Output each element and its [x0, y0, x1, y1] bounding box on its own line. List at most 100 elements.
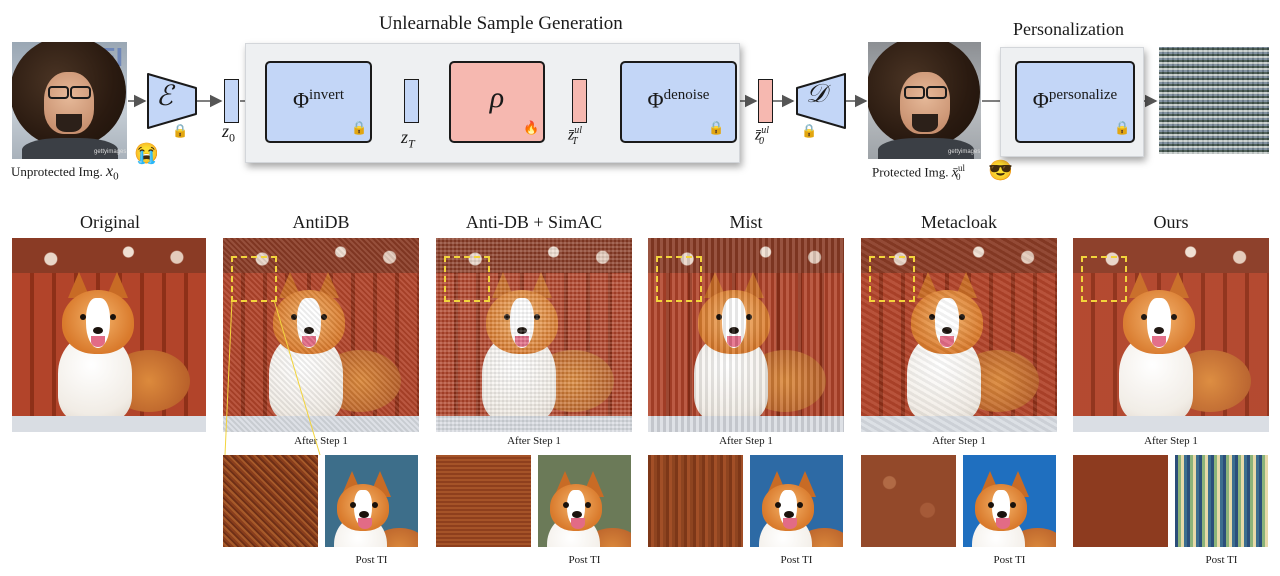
dog-eye	[929, 314, 935, 320]
dog-nose	[729, 327, 739, 334]
background-blossoms	[223, 238, 419, 273]
post-ti-image	[1175, 455, 1268, 547]
protected-caption: Protected Img. x̄ul0	[872, 163, 966, 182]
dog-tongue	[1152, 336, 1166, 347]
ledge	[1073, 416, 1269, 432]
zT-label: zT	[401, 127, 415, 151]
lock-icon: 🔒	[351, 120, 368, 135]
highlight-box	[869, 256, 915, 302]
zoomed-crop	[223, 455, 318, 547]
method-title: Ours	[1153, 212, 1189, 232]
unprotected-caption: Unprotected Img. x0	[11, 163, 119, 183]
method-title: Anti-DB + SimAC	[465, 212, 603, 232]
fire-icon: 🔥	[523, 120, 540, 135]
decoder-symbol: 𝒟	[806, 79, 827, 109]
personalized-noise-output	[1159, 47, 1269, 154]
latent-zT-ul	[572, 79, 587, 123]
post-caption: Post TI	[568, 554, 601, 566]
post-caption: Post TI	[780, 554, 813, 566]
ledge	[223, 416, 419, 432]
dog-eye	[291, 314, 297, 320]
dog-tongue	[995, 517, 1010, 529]
post-caption: Post TI	[1205, 554, 1238, 566]
photo-watermark: gettyimages	[948, 149, 981, 155]
background-blossoms	[648, 238, 844, 273]
highlight-box	[444, 256, 490, 302]
original-image	[12, 238, 206, 432]
dog-blaze	[354, 490, 372, 527]
background-blossoms	[861, 238, 1057, 273]
step-caption: After Step 1	[1144, 435, 1198, 447]
step-caption: After Step 1	[932, 435, 986, 447]
post-ti-image	[750, 455, 843, 547]
highlight-box	[1081, 256, 1127, 302]
photo-watermark: gettyimages	[94, 149, 127, 155]
dog-nose	[784, 511, 795, 519]
dog-tongue	[357, 517, 372, 529]
crying-emoji: 😭	[134, 143, 159, 165]
background-blossoms	[436, 238, 632, 273]
zoomed-crop	[648, 455, 743, 547]
highlight-box	[231, 256, 277, 302]
latent-zT	[404, 79, 419, 123]
dog-blaze	[992, 490, 1010, 527]
dog-eye	[349, 501, 356, 508]
latent-z0	[224, 79, 239, 123]
step-caption: After Step 1	[294, 435, 348, 447]
dog-eye	[716, 314, 722, 320]
post-ti-dog	[538, 455, 631, 547]
lock-icon: 🔒	[801, 123, 818, 138]
dog-tongue	[302, 336, 316, 347]
zoomed-crop	[436, 455, 531, 547]
zTul-label: z̄ulT	[568, 125, 583, 147]
step-caption: After Step 1	[719, 435, 773, 447]
latent-z0-ul	[758, 79, 773, 123]
lock-icon: 🔒	[172, 123, 189, 138]
post-ti-image	[538, 455, 631, 547]
lock-icon: 🔒	[708, 120, 725, 135]
method-title: AntiDB	[292, 212, 350, 232]
cool-emoji: 😎	[988, 160, 1013, 182]
method-title: Metacloak	[921, 212, 997, 232]
dog-nose	[304, 327, 314, 334]
dog-nose	[359, 511, 370, 519]
dog-nose	[572, 511, 583, 519]
dog-eye	[1009, 501, 1016, 508]
personalization-title: Personalization	[1013, 19, 1124, 39]
post-ti-image	[325, 455, 418, 547]
protected-photo: gettyimages	[868, 42, 981, 159]
original-title: Original	[80, 212, 140, 232]
highlight-box	[656, 256, 702, 302]
dog-eye	[584, 501, 591, 508]
post-ti-dog	[963, 455, 1056, 547]
dog-eye	[1171, 314, 1177, 320]
dog-eye	[562, 501, 569, 508]
ledge	[861, 416, 1057, 432]
step-caption: After Step 1	[507, 435, 561, 447]
dog-nose	[1154, 327, 1164, 334]
post-ti-image	[963, 455, 1056, 547]
dog-tongue	[940, 336, 954, 347]
invert-block: Φinvert 🔒	[265, 61, 372, 143]
post-ti-dog	[325, 455, 418, 547]
lock-icon: 🔒	[1114, 120, 1131, 135]
dog-eye	[774, 501, 781, 508]
post-ti-dog	[750, 455, 843, 547]
dog-eye	[371, 501, 378, 508]
z0-label: z0	[222, 121, 236, 145]
dog-tongue	[727, 336, 741, 347]
encoder	[147, 73, 197, 129]
ledge	[436, 416, 632, 432]
post-caption: Post TI	[355, 554, 388, 566]
zoomed-crop	[861, 455, 956, 547]
dog-eye	[796, 501, 803, 508]
method-title: Mist	[729, 212, 763, 232]
dog-nose	[517, 327, 527, 334]
unprotected-photo: EI gettyimages	[12, 42, 127, 159]
dog-eye	[959, 314, 965, 320]
ledge	[648, 416, 844, 432]
dog-nose	[997, 511, 1008, 519]
dog-eye	[746, 314, 752, 320]
dog-eye	[321, 314, 327, 320]
